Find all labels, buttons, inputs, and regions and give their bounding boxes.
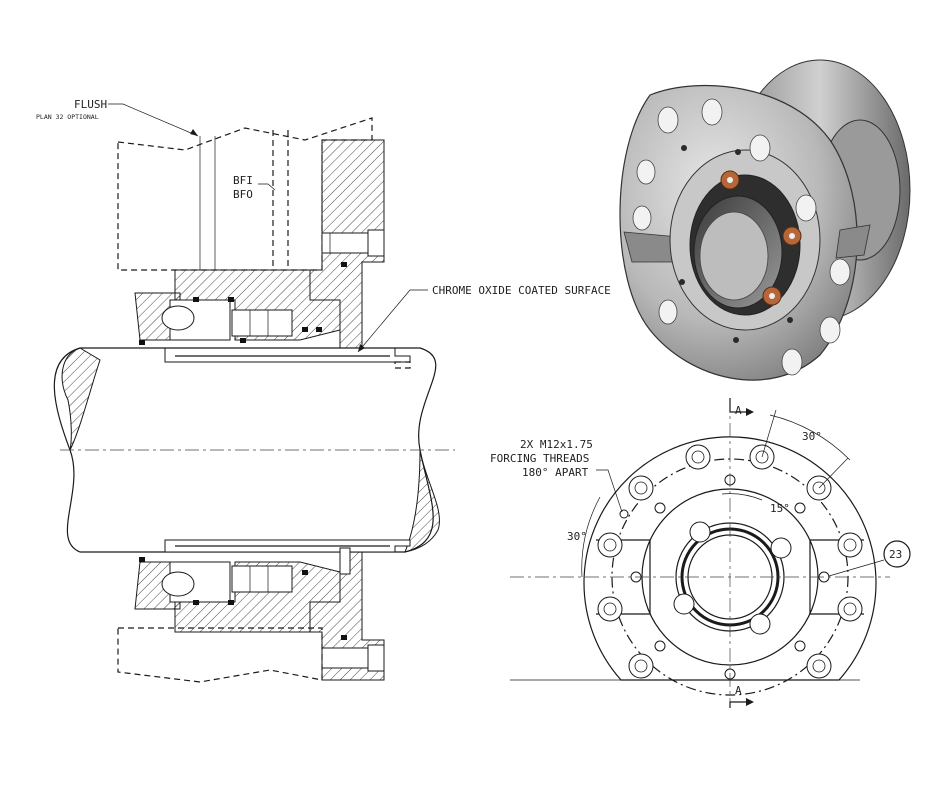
angle-left-label: 30° [567, 530, 587, 543]
oring-u7 [341, 262, 347, 267]
oring-u6 [316, 327, 322, 332]
angle-ext-1 [761, 409, 777, 458]
oring-u3 [228, 297, 234, 302]
render-sleeve-inner [699, 211, 769, 301]
sleeve-end-upper [394, 361, 411, 369]
chrome-label: CHROME OXIDE COATED SURFACE [432, 284, 611, 297]
flush-arrow [190, 129, 198, 136]
render-slot-right [835, 224, 871, 259]
flange-outline [583, 436, 877, 681]
angle-ext-2 [818, 457, 849, 489]
plan-label: PLAN 32 OPTIONAL [36, 113, 99, 121]
section-arrowhead-top [746, 408, 754, 416]
forcing-leader [596, 469, 623, 513]
housing-phantom-upper [117, 117, 373, 271]
balloon-leader [828, 559, 885, 577]
section-arrow-top [729, 398, 746, 413]
render-small-screws [679, 145, 793, 343]
forcing-line2: FORCING THREADS [490, 452, 589, 465]
angle-arc-inner [721, 493, 763, 501]
chrome-leader [357, 289, 428, 353]
oring-u2 [193, 297, 199, 302]
flush-label: FLUSH [74, 98, 107, 111]
angle-top-label: 30° [802, 430, 822, 443]
oring-l1 [139, 557, 145, 562]
set-screw-lower [339, 547, 351, 575]
bolt-head-lower [367, 644, 385, 672]
isometric-render [619, 59, 911, 381]
face-lens-lower [161, 571, 195, 597]
oring-u5 [302, 327, 308, 332]
angle-arc-left [581, 496, 601, 578]
oring-l2 [193, 600, 199, 605]
bfi-leader [258, 183, 276, 191]
face-lens-upper [161, 305, 195, 331]
forcing-line1: 2X M12x1.75 [520, 438, 593, 451]
clip-lugs [673, 521, 792, 635]
cross-section-view: FLUSH PLAN 32 OPTIONAL BFI BFO CHROME OX… [36, 98, 611, 683]
shaft-break-right [404, 449, 440, 553]
angle-inner-label: 15° [770, 502, 790, 515]
section-arrow-bottom [729, 701, 746, 708]
balloon-23-label: 23 [889, 548, 902, 561]
bfi-label: BFI [233, 174, 253, 187]
oring-u1 [139, 340, 145, 345]
copper-clip-1-hole [727, 177, 733, 183]
spring-pack-lower [231, 565, 293, 593]
housing-phantom-lower [117, 627, 323, 683]
copper-clip-2-hole [789, 233, 795, 239]
balloon-23 [883, 540, 911, 568]
forcing-line3: 180° APART [522, 466, 589, 479]
oring-l4 [302, 570, 308, 575]
slot-left [596, 539, 651, 615]
render-bolt-holes [632, 98, 851, 376]
angle-arc-top [769, 414, 851, 461]
copper-clip-3-hole [769, 293, 775, 299]
section-arrowhead-bottom [746, 698, 754, 706]
bolt-head-upper [367, 229, 385, 257]
oring-l5 [341, 635, 347, 640]
front-view: A A 30° 15° 30° 2X M12x1.75 FORCING THRE… [490, 398, 911, 708]
oring-u4 [240, 338, 246, 343]
shaft-break-left [61, 347, 101, 451]
flush-leader [108, 103, 199, 137]
chrome-arrow [358, 344, 365, 352]
spring-pack-upper [231, 309, 293, 337]
bfo-label: BFO [233, 188, 253, 201]
bolt-hole-cores [603, 450, 857, 673]
section-label-top: A [735, 404, 742, 417]
oring-l3 [228, 600, 234, 605]
sleeve-upper [164, 347, 411, 363]
section-label-bottom: A [735, 684, 742, 697]
